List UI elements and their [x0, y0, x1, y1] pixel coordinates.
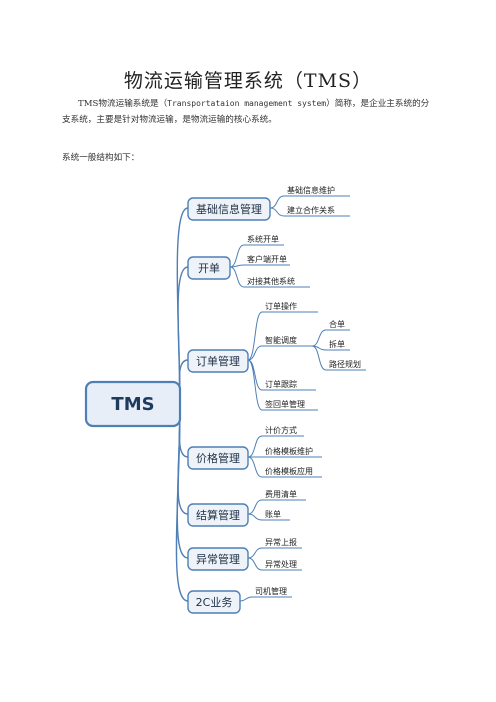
leaf-label: 对接其他系统 — [247, 276, 295, 286]
branch-label: 异常管理 — [196, 552, 240, 566]
intro-lead: TMS物流运输系统是（ — [78, 99, 168, 109]
connector-b5 — [247, 499, 263, 521]
connector-b3-sub — [311, 329, 327, 371]
leaf-label: 签回单管理 — [265, 399, 305, 409]
leaf-label: 系统开单 — [247, 234, 279, 244]
branch-label: 2C业务 — [196, 596, 233, 609]
leaf-label: 客户端开单 — [247, 254, 287, 264]
leaf-label: 订单跟踪 — [265, 379, 297, 389]
leaf-label: 建立合作关系 — [287, 205, 335, 215]
leaf-label: 计价方式 — [265, 425, 297, 435]
connector-b6 — [247, 547, 263, 571]
leaf-label: 路径规划 — [329, 359, 361, 369]
intro-rest: ）简称，是企业主系统的分支系统，主要是针对物流运输，是物流运输的核心系统。 — [62, 99, 430, 125]
connector-root-branch-7 — [175, 403, 189, 602]
branch-label: 开单 — [198, 262, 220, 275]
leaf-label: 异常上报 — [265, 537, 297, 547]
leaf-label: 司机管理 — [255, 586, 287, 596]
connector-b3 — [247, 311, 263, 411]
connector-b7 — [239, 596, 253, 602]
leaf-label: 费用清单 — [265, 489, 297, 499]
connector-b4 — [247, 435, 263, 478]
branch-node — [187, 256, 231, 280]
branch-label: 订单管理 — [196, 354, 240, 368]
branch-label: 结算管理 — [196, 508, 240, 522]
root-node — [84, 380, 182, 428]
leaf-label: 价格模板应用 — [265, 466, 313, 476]
root-label: TMS — [111, 394, 154, 415]
connector-b1 — [269, 195, 285, 217]
leaf-label: 拆单 — [329, 339, 345, 349]
page-title: 物流运输管理系统（TMS） — [123, 70, 373, 92]
intro-paragraph: TMS物流运输系统是（Transportataion management sy… — [62, 96, 434, 128]
branch-label: 价格管理 — [196, 451, 240, 465]
intro-english-term: Transportataion management system — [167, 99, 327, 108]
structure-intro: 系统一般结构如下： — [62, 153, 140, 163]
leaf-label: 异常处理 — [265, 559, 297, 569]
leaf-label: 合单 — [329, 319, 345, 329]
branch-node — [187, 446, 249, 470]
branch-node — [187, 547, 249, 571]
leaf-label: 智能调度 — [265, 335, 297, 345]
branch-node — [187, 197, 271, 221]
branch-label: 基础信息管理 — [196, 202, 262, 216]
connector-b2 — [229, 244, 245, 288]
leaf-label: 订单操作 — [265, 301, 297, 311]
branch-node — [187, 349, 249, 373]
leaf-label: 基础信息维护 — [287, 185, 335, 195]
branch-node — [187, 590, 241, 614]
branch-node — [187, 503, 249, 527]
leaf-label: 账单 — [265, 509, 281, 519]
leaf-label: 价格模板维护 — [265, 446, 313, 456]
